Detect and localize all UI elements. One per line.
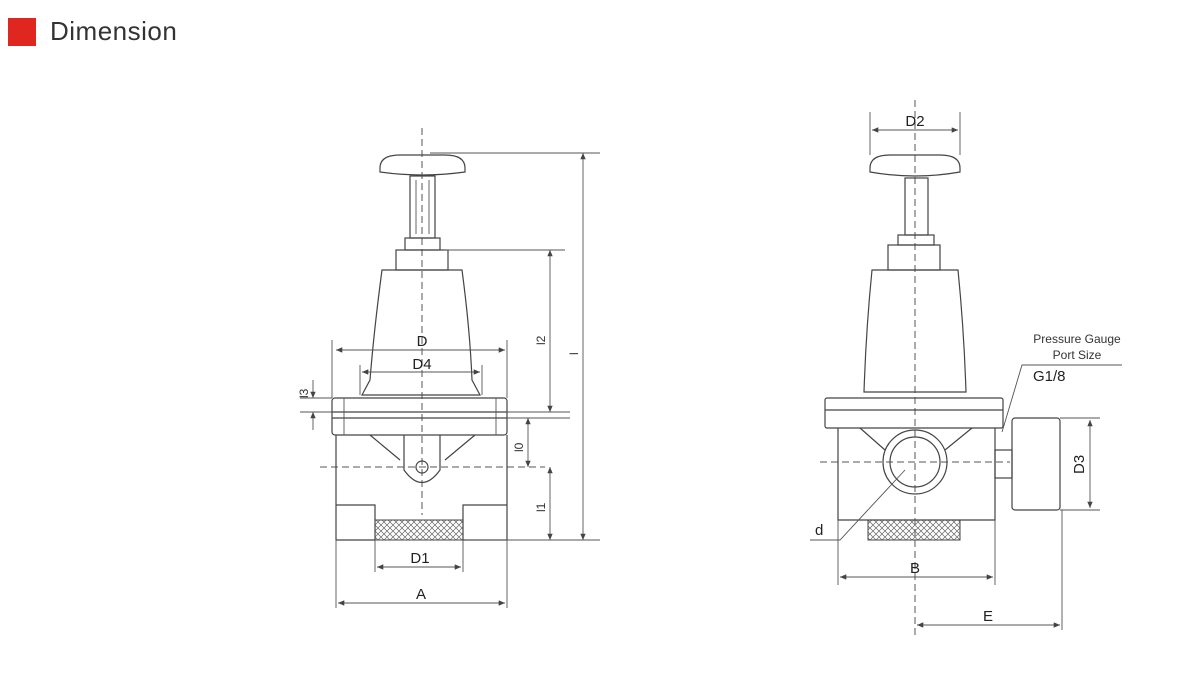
dim-E: E xyxy=(983,608,993,625)
dim-d: d xyxy=(815,522,823,539)
dim-l0: l0 xyxy=(512,442,526,452)
dim-D: D xyxy=(417,333,428,350)
front-view: D D4 D1 A l l2 l0 l1 l3 xyxy=(297,128,600,608)
side-view: D2 B E d D3 Pressure Gauge Port Size G1/… xyxy=(810,100,1122,638)
dim-l1: l1 xyxy=(534,502,548,512)
dim-l: l xyxy=(567,352,581,355)
dim-D3: D3 xyxy=(1071,455,1088,474)
section-title: Dimension xyxy=(50,16,178,46)
gauge-label-line1: Pressure Gauge xyxy=(1033,332,1121,346)
red-square-icon xyxy=(8,17,36,46)
gauge-port-size: G1/8 xyxy=(1033,368,1066,385)
dim-l3: l3 xyxy=(297,388,311,398)
gauge-label-line2: Port Size xyxy=(1053,348,1102,362)
dim-A: A xyxy=(416,586,426,603)
dim-l2: l2 xyxy=(534,335,548,345)
dim-D1: D1 xyxy=(410,550,429,567)
dim-D2: D2 xyxy=(905,113,924,130)
dim-D4: D4 xyxy=(412,356,431,373)
section-header: Dimension xyxy=(8,16,177,47)
dim-B: B xyxy=(910,560,920,577)
